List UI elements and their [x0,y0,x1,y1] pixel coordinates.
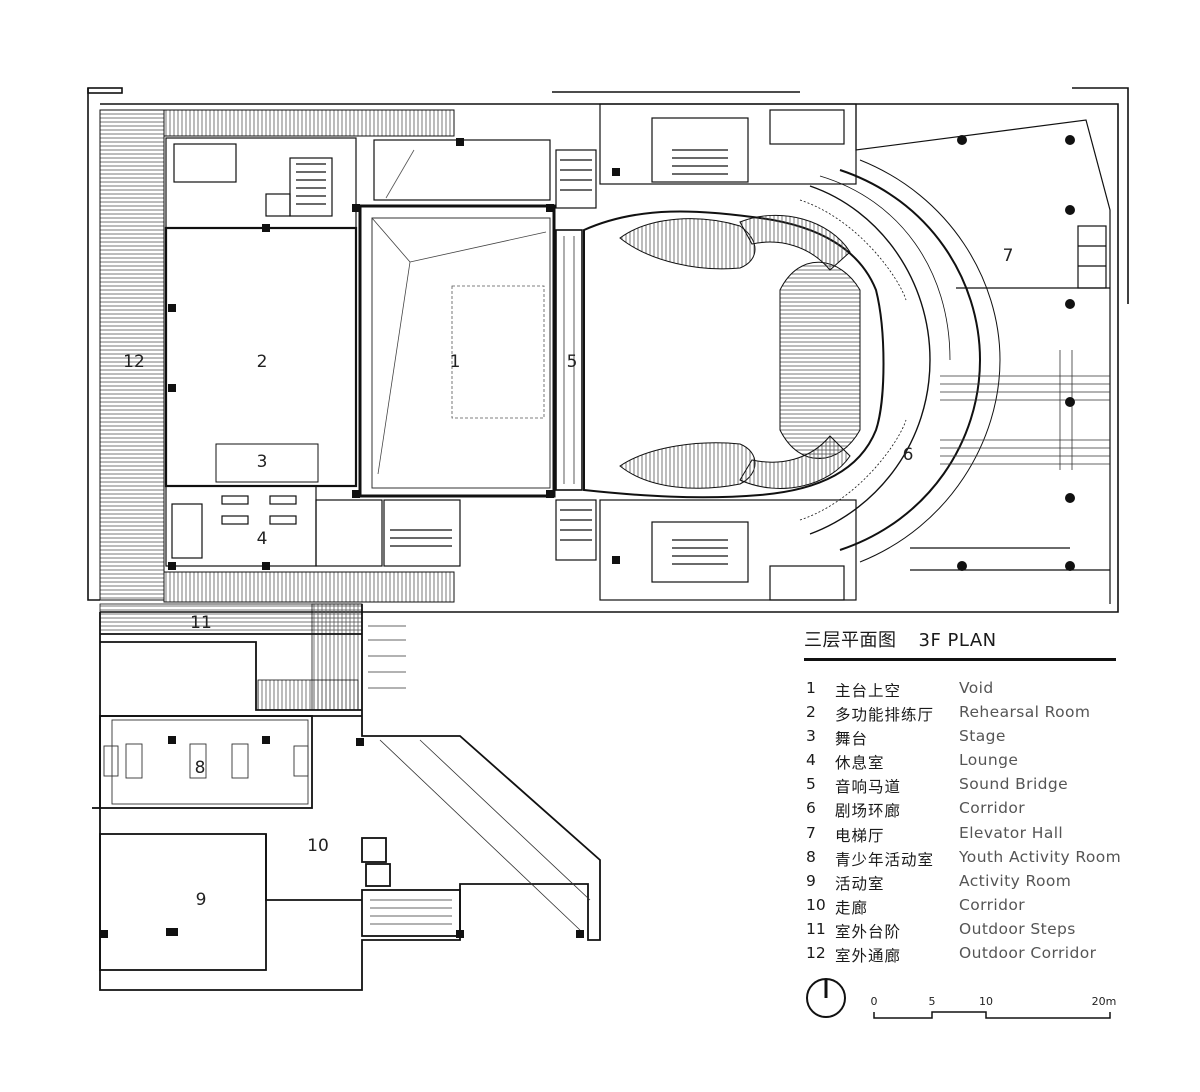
legend-item-cn: 室外通廊 [835,947,902,966]
legend-item-en: Youth Activity Room [959,847,1122,866]
outer-walls [87,87,1129,613]
legend-item-en: Rehearsal Room [959,703,1091,722]
east-stairs [940,350,1110,470]
south-wing-columns [100,736,584,938]
room-label-2: 2 [257,352,268,372]
legend-item-cn: 青少年活动室 [835,850,935,869]
legend-item: 12 室外通廊 Outdoor Corridor [804,944,1116,968]
legend-item: 8 青少年活动室 Youth Activity Room [804,847,1121,872]
main-stage-void [358,204,556,498]
room-label-5: 5 [567,352,578,372]
room-label-8: 8 [195,758,206,778]
scale-bar: 0 5 10 20m [871,995,1117,1019]
legend-item: 9 活动室 Activity Room [804,872,1116,896]
south-wing [92,604,601,991]
legend-item-cn: 舞台 [835,730,869,749]
stage-trap [451,285,545,419]
legend: 三层平面图 3F PLAN 1 主台上空 Void 2 多功能排练厅 Rehearsal R… [804,626,1121,968]
legend-title-cn: 三层平面图 [804,630,897,651]
sound-bridge [555,229,583,491]
stage-void-inner [371,217,551,489]
auditorium [583,210,885,499]
outdoor-steps-area [163,571,455,603]
scale-area: 0 5 10 20m [806,978,1117,1019]
outdoor-steps-flight [257,679,359,711]
legend-item: 4 休息室 Lounge [804,751,1116,775]
legend-item-en: Outdoor Corridor [959,944,1097,963]
legend-title: 三层平面图 3F PLAN [804,626,1116,661]
legend-item-en: Stage [959,727,1006,746]
legend-title-en: 3F PLAN [918,630,997,651]
outdoor-corridor-top [163,109,455,137]
service-core-south [383,499,857,601]
room-label-7: 7 [1003,246,1014,266]
legend-item-cn: 电梯厅 [835,826,885,845]
legend-item-cn: 剧场环廊 [835,802,902,821]
room-label-6: 6 [903,445,914,465]
service-core-nw [165,137,357,229]
legend-item-number: 1 [806,679,816,697]
lounge [165,485,383,567]
service-core-north [555,103,857,209]
legend-item-cn: 音响马道 [835,778,902,797]
legend-item-cn: 主台上空 [835,682,902,700]
legend-item-cn: 室外台阶 [835,922,902,941]
legend-item-number: 8 [806,847,816,866]
legend-item-cn: 活动室 [835,874,885,893]
legend-item-number: 9 [806,871,816,890]
legend-item: 5 音响马道 Sound Bridge [804,775,1116,799]
room-label-1: 1 [450,352,461,372]
legend-item-number: 2 [806,703,816,722]
room-label-9: 9 [196,890,207,910]
legend-item-number: 3 [806,727,816,746]
theater-ring-corridor [799,159,1001,563]
legend-item-en: Void [959,679,994,697]
legend-item: 3 舞台 Stage [804,727,1116,751]
legend-item: 7 电梯厅 Elevator Hall [804,824,1116,848]
legend-item-en: Lounge [959,751,1019,770]
legend-item-number: 6 [806,799,816,818]
legend-item-number: 5 [806,775,816,794]
legend-item-number: 7 [806,823,816,842]
room-label-11: 11 [190,613,212,633]
legend-item: 11 室外台阶 Outdoor Steps [804,920,1116,944]
legend-item-en: Corridor [959,799,1025,818]
room-label-12: 12 [123,352,145,372]
legend-item: 6 剧场环廊 Corridor [804,799,1116,823]
legend-item-en: Outdoor Steps [959,919,1076,938]
scale-label-20m: 20m [1092,995,1117,1008]
legend-item-en: Elevator Hall [959,823,1064,842]
scale-label-10: 10 [979,995,993,1008]
room-label-3: 3 [257,452,268,472]
legend-item-cn: 走廊 [835,898,869,917]
scale-label-5: 5 [929,995,936,1008]
legend-item-en: Corridor [959,895,1025,914]
north-arrow-icon [806,978,846,1018]
structural-columns [168,135,1075,571]
legend-item-en: Activity Room [959,871,1072,890]
legend-item-number: 12 [806,944,826,963]
legend-item-cn: 休息室 [835,754,885,773]
legend-item: 10 走廊 Corridor [804,896,1116,920]
room-label-10: 10 [307,836,329,856]
legend-item-number: 4 [806,751,816,770]
legend-item-number: 10 [806,895,826,914]
room-label-4: 4 [257,529,268,549]
stage-platform [215,443,319,483]
south-stairs [368,625,591,931]
legend-item-en: Sound Bridge [959,775,1069,794]
outdoor-corridor-area [99,109,165,601]
scale-label-0: 0 [871,995,878,1008]
legend-item: 2 多功能排练厅 Rehearsal Room [804,703,1116,727]
legend-item: 1 主台上空 Void [804,679,1116,703]
youth-room-furniture [103,719,309,805]
legend-item-number: 11 [806,919,826,938]
legend-item-cn: 多功能排练厅 [835,706,935,725]
